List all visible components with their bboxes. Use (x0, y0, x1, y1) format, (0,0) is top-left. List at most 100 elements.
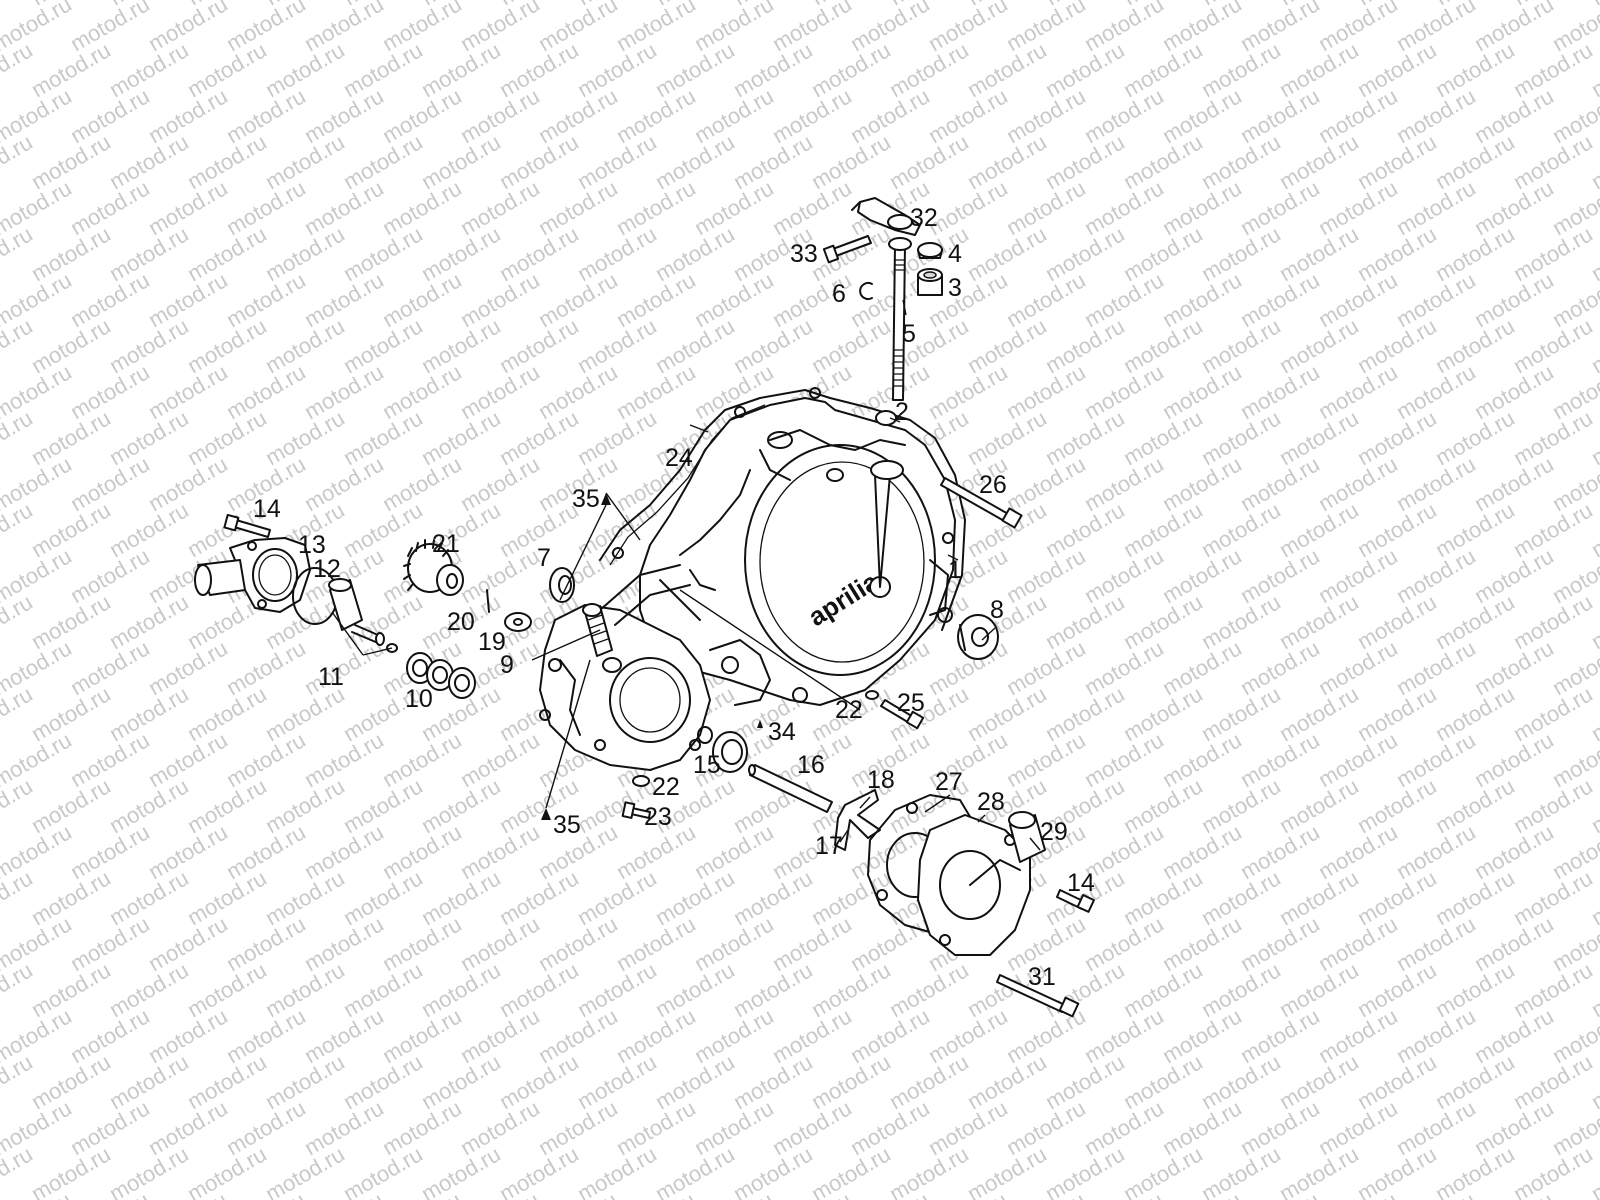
bolt-25 (880, 699, 925, 730)
watermark-text: motod.ru (378, 83, 466, 148)
watermark-text: motod.ru (417, 1141, 505, 1200)
watermark-text: motod.ru (27, 1049, 115, 1114)
watermark-text: motod.ru (1041, 497, 1129, 562)
watermark-text: motod.ru (690, 1095, 778, 1160)
watermark-text: motod.ru (339, 865, 427, 930)
watermark-text: motod.ru (1431, 865, 1519, 930)
watermark-text: motod.ru (105, 957, 193, 1022)
watermark-text: motod.ru (1275, 865, 1363, 930)
watermark-text: motod.ru (0, 129, 37, 194)
watermark-text: motod.ru (1509, 313, 1597, 378)
watermark-text: motod.ru (1470, 727, 1558, 792)
part-label: 24 (665, 444, 693, 472)
watermark-text: motod.ru (339, 37, 427, 102)
part-label: 10 (405, 685, 433, 713)
watermark-text: motod.ru (1236, 359, 1324, 424)
bolt-33 (822, 235, 872, 264)
watermark-text: motod.ru (1236, 175, 1324, 240)
watermark-text: motod.ru (651, 129, 739, 194)
washer-22-top (865, 690, 879, 700)
watermark-text: motod.ru (534, 83, 622, 148)
circlip-6 (859, 282, 873, 300)
watermark-text: motod.ru (300, 359, 388, 424)
bolt-26 (940, 477, 1023, 529)
watermark-text: motod.ru (963, 681, 1051, 746)
watermark-text: motod.ru (495, 957, 583, 1022)
watermark-text: motod.ru (66, 451, 154, 516)
watermark-text: motod.ru (768, 1003, 856, 1068)
watermark-text: motod.ru (573, 37, 661, 102)
watermark-text: motod.ru (1470, 543, 1558, 608)
watermark-text: motod.ru (1119, 957, 1207, 1022)
watermark-text: motod.ru (1392, 1003, 1480, 1068)
watermark-text: motod.ru (1314, 267, 1402, 332)
watermark-text: motod.ru (1470, 175, 1558, 240)
watermark-text: motod.ru (222, 1095, 310, 1160)
dowel-34 (757, 720, 763, 728)
watermark-text: motod.ru (66, 359, 154, 424)
watermark-text: motod.ru (1275, 221, 1363, 286)
part-label: 1 (948, 556, 962, 584)
part-label: 11 (318, 663, 344, 691)
watermark-text: motod.ru (690, 83, 778, 148)
watermark-text: motod.ru (495, 405, 583, 470)
part-label: 32 (910, 204, 938, 232)
watermark-text: motod.ru (807, 37, 895, 102)
watermark-text: motod.ru (1197, 681, 1285, 746)
watermark-text: motod.ru (27, 865, 115, 930)
watermark-text: motod.ru (729, 313, 817, 378)
part-label: 8 (990, 596, 1004, 624)
watermark-text: motod.ru (1158, 543, 1246, 608)
part-label: 14 (253, 495, 281, 523)
watermark-text: motod.ru (222, 359, 310, 424)
watermark-text: motod.ru (573, 221, 661, 286)
watermark-text: motod.ru (1041, 313, 1129, 378)
watermark-text: motod.ru (885, 129, 973, 194)
watermark-text: motod.ru (495, 221, 583, 286)
watermark-text: motod.ru (144, 83, 232, 148)
watermark-text: motod.ru (144, 727, 232, 792)
watermark-text: motod.ru (1119, 497, 1207, 562)
watermark-text: motod.ru (1236, 819, 1324, 884)
seal-4 (917, 242, 943, 259)
watermark-text: motod.ru (1119, 1049, 1207, 1114)
watermark-text: motod.ru (1314, 83, 1402, 148)
watermark-text: motod.ru (534, 1095, 622, 1160)
watermark-text: motod.ru (1002, 1095, 1090, 1160)
watermark-text: motod.ru (1392, 543, 1480, 608)
watermark-text: motod.ru (0, 957, 37, 1022)
watermark-text: motod.ru (144, 267, 232, 332)
watermark-text: motod.ru (1353, 221, 1441, 286)
watermark-text: motod.ru (846, 1003, 934, 1068)
seal-8 (957, 614, 999, 660)
watermark-text: motod.ru (222, 83, 310, 148)
watermark-text: motod.ru (1353, 405, 1441, 470)
watermark-text: motod.ru (1158, 359, 1246, 424)
watermark-text: motod.ru (1470, 451, 1558, 516)
watermark-text: motod.ru (300, 175, 388, 240)
watermark-text: motod.ru (1353, 589, 1441, 654)
watermark-text: motod.ru (144, 451, 232, 516)
watermark-text: motod.ru (1041, 37, 1129, 102)
watermark-text: motod.ru (105, 221, 193, 286)
watermark-text: motod.ru (1002, 451, 1090, 516)
watermark-text: motod.ru (690, 267, 778, 332)
watermark-text: motod.ru (261, 1049, 349, 1114)
watermark-text: motod.ru (495, 1049, 583, 1114)
watermark-text: motod.ru (1002, 635, 1090, 700)
watermark-text: motod.ru (1353, 773, 1441, 838)
watermark-text: motod.ru (651, 1049, 739, 1114)
watermark-text: motod.ru (1158, 819, 1246, 884)
watermark-text: motod.ru (1431, 313, 1519, 378)
watermark-text: motod.ru (1197, 1049, 1285, 1114)
watermark-text: motod.ru (573, 865, 661, 930)
watermark-text: motod.ru (768, 911, 856, 976)
watermark-text: motod.ru (339, 773, 427, 838)
watermark-text: motod.ru (963, 405, 1051, 470)
watermark-text: motod.ru (1119, 313, 1207, 378)
watermark-text: motod.ru (1431, 957, 1519, 1022)
watermark-text: motod.ru (1353, 957, 1441, 1022)
watermark-text: motod.ru (1392, 635, 1480, 700)
watermark-text: motod.ru (690, 1003, 778, 1068)
watermark-text: motod.ru (924, 0, 1012, 56)
